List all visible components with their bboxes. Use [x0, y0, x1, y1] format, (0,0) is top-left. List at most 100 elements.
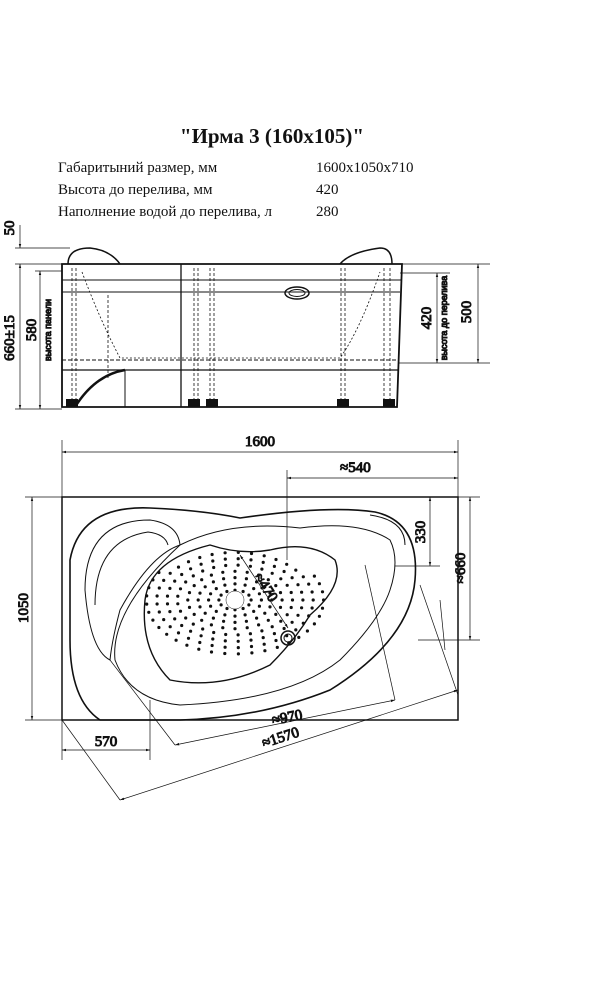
jet-dot	[157, 610, 161, 614]
jet-dot	[236, 550, 240, 555]
jet-dot	[244, 619, 248, 623]
jet-dot	[189, 567, 193, 571]
jet-dot	[261, 636, 265, 640]
top-view: 1600 ≈540 330 ≈660 1050 ≈470 ≈970 570 ≈1…	[16, 434, 480, 801]
jet-dot	[209, 650, 214, 654]
jet-dot	[211, 559, 215, 563]
panel-height-label: высота панели	[43, 299, 53, 361]
jet-dot	[165, 632, 169, 636]
jet-dot	[297, 635, 301, 640]
side-view: 50 660±15 580 высота панели 420 высота д…	[2, 220, 490, 410]
jet-dot	[263, 611, 267, 615]
jet-dot	[262, 554, 266, 558]
jet-dot	[198, 640, 202, 645]
jet-dot	[252, 609, 256, 614]
dim-580: 580	[24, 319, 40, 342]
jet-dot	[200, 618, 204, 622]
jet-dot	[147, 586, 151, 590]
jet-dot	[266, 618, 270, 622]
dim-970: ≈970	[271, 707, 304, 729]
jet-dot	[201, 569, 205, 573]
jet-dot	[305, 629, 309, 633]
jet-dot	[260, 629, 264, 633]
jet-dot	[201, 627, 205, 631]
jet-dot	[233, 582, 237, 586]
jet-dot	[317, 614, 321, 618]
jet-dot	[248, 564, 252, 568]
jet-dot	[307, 582, 311, 586]
jet-dot	[212, 565, 216, 570]
jet-dot	[310, 590, 314, 594]
dim-540: ≈540	[340, 460, 371, 476]
jet-dot	[223, 551, 227, 555]
dim-1050: 1050	[16, 593, 32, 623]
jet-dot	[209, 604, 213, 608]
jet-dot	[157, 570, 161, 575]
jet-dot	[249, 551, 254, 556]
jet-dot	[155, 602, 159, 606]
jet-dot	[247, 603, 251, 607]
jet-dot	[282, 626, 286, 631]
jet-dot	[151, 618, 155, 622]
jet-dot	[191, 622, 195, 626]
jet-dot	[250, 651, 254, 655]
jet-dot	[261, 560, 265, 565]
jet-dot	[272, 632, 276, 636]
jet-dot	[285, 583, 289, 587]
jet-dot	[280, 598, 284, 602]
jet-dot	[217, 598, 221, 602]
jet-dot	[241, 589, 245, 594]
jet-dot	[285, 562, 289, 566]
jet-dot	[290, 598, 295, 602]
jet-dot	[184, 616, 188, 620]
jet-dot	[178, 609, 183, 613]
jet-dot	[203, 585, 207, 589]
jet-dot	[249, 638, 253, 642]
jet-dot	[221, 626, 225, 630]
dim-660: 660±15	[2, 315, 18, 361]
jet-dot	[210, 552, 214, 557]
jet-dot	[198, 555, 202, 560]
jet-dot	[270, 571, 274, 575]
jet-dot	[259, 598, 263, 602]
jet-dot	[184, 580, 188, 584]
jet-dot	[168, 586, 172, 591]
jet-dot	[209, 592, 213, 596]
jet-dot	[176, 602, 180, 606]
jet-dot	[255, 616, 259, 620]
jet-dot	[243, 613, 247, 617]
jet-dot	[168, 610, 172, 614]
jet-dot	[236, 652, 240, 656]
jet-dot	[301, 621, 305, 625]
jet-dot	[210, 643, 214, 648]
jet-dot	[312, 622, 316, 626]
jet-dot	[290, 620, 294, 624]
jet-dot	[224, 632, 228, 637]
jet-dot	[294, 568, 298, 572]
jet-dot	[289, 590, 293, 595]
jet-dot	[223, 613, 227, 617]
jet-dot	[211, 637, 215, 641]
jet-dot	[198, 605, 202, 609]
jet-dot	[236, 646, 240, 650]
jet-dot	[223, 651, 227, 656]
jet-dot	[186, 598, 190, 602]
jet-dot	[157, 625, 161, 630]
jet-dot	[236, 639, 240, 643]
jet-dot	[209, 573, 213, 577]
jet-dot	[233, 627, 237, 631]
jet-dot	[296, 583, 300, 587]
jet-dot	[270, 625, 274, 629]
jet-dot	[200, 578, 204, 582]
jet-dot	[197, 647, 201, 651]
jet-dot	[311, 598, 315, 602]
jet-dot	[211, 616, 215, 620]
jet-dot	[257, 604, 261, 608]
jet-dot	[236, 557, 240, 561]
jet-dot	[290, 576, 294, 580]
jet-dot	[191, 574, 195, 578]
jet-dot	[274, 557, 278, 562]
jet-dot	[180, 623, 184, 628]
